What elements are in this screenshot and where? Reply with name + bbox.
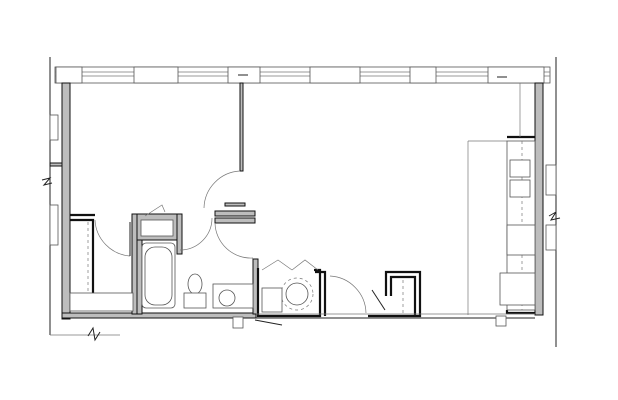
fixtures <box>49 83 557 329</box>
left-closet-shelf <box>69 292 134 312</box>
refrigerator <box>499 272 536 306</box>
window-wall <box>54 66 551 84</box>
walls <box>49 82 544 320</box>
doors <box>94 170 386 326</box>
toilet <box>187 273 203 295</box>
kitchen-sink <box>509 159 531 178</box>
outer-boundary <box>41 57 561 347</box>
